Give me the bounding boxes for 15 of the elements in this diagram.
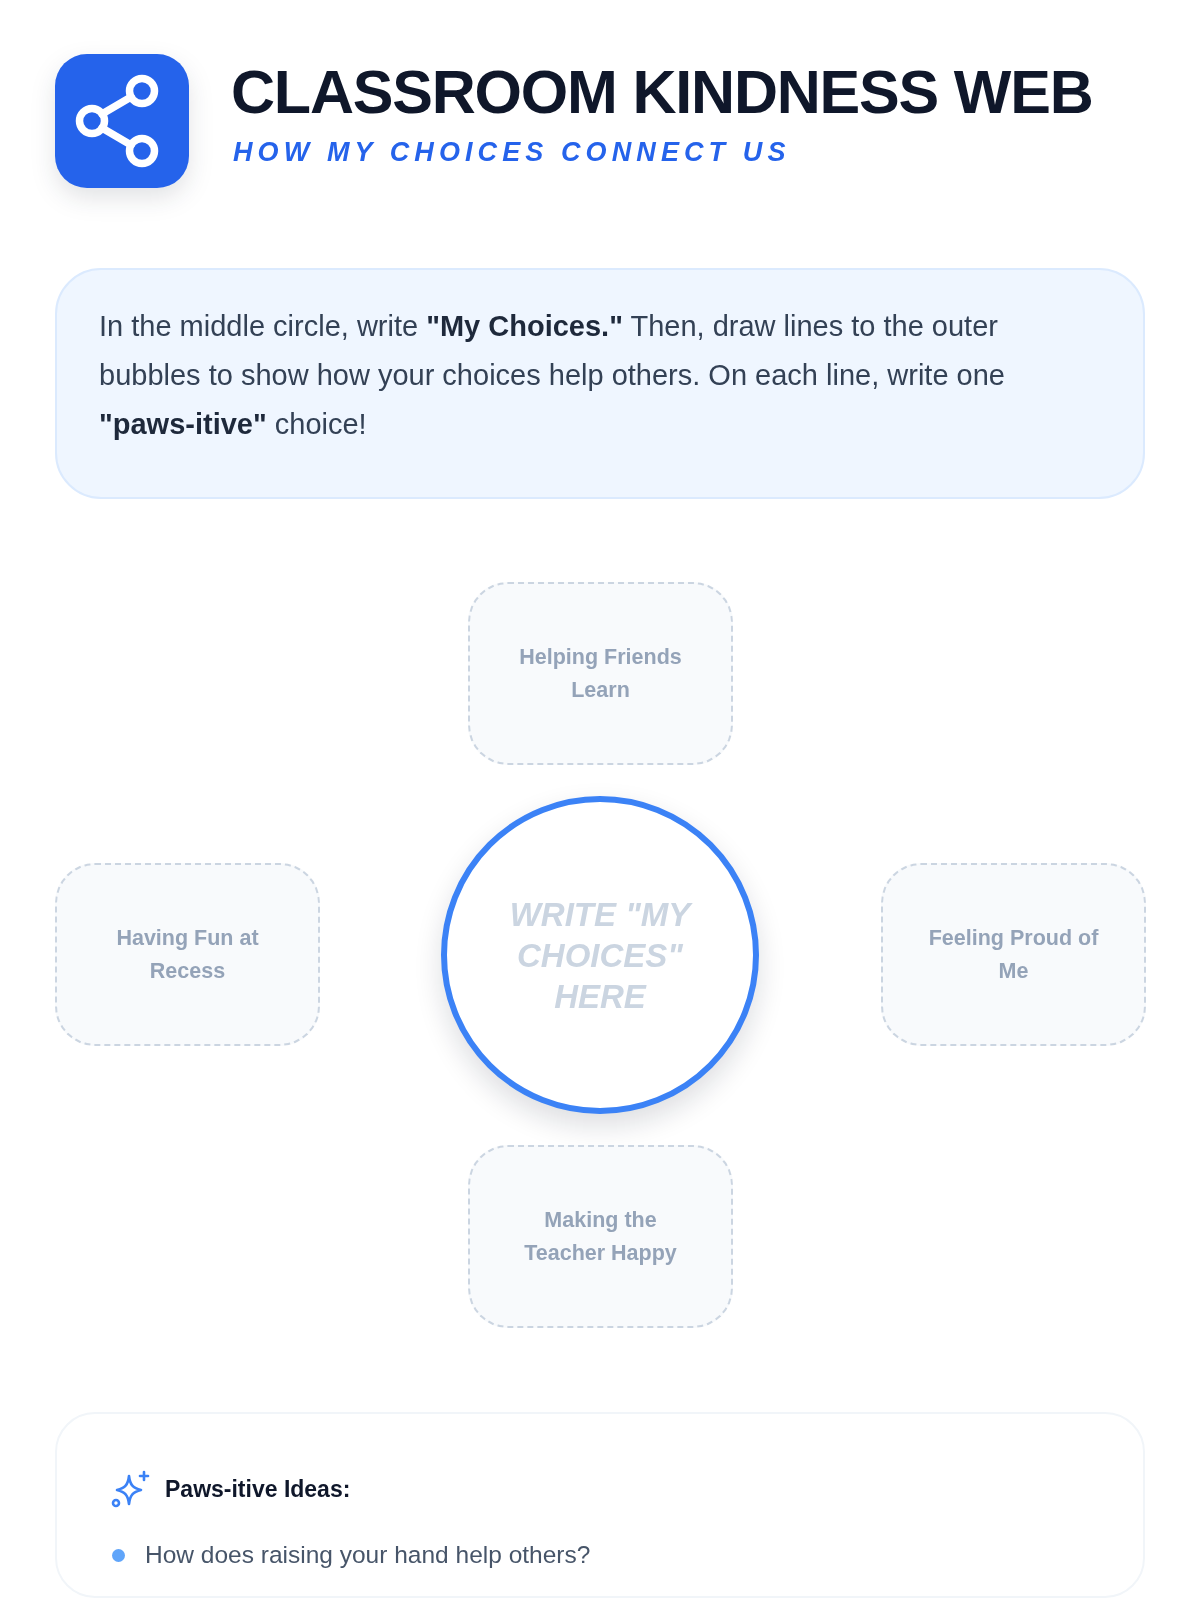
topic-bubble — [468, 1145, 733, 1328]
topic-text: Making the Teacher Happy — [523, 1206, 678, 1267]
topic-bubble — [468, 582, 733, 765]
ideas-panel — [55, 1412, 1145, 1598]
topic-text: Feeling Proud of Me — [927, 924, 1100, 985]
subtitle: HOW MY CHOICES CONNECT US — [233, 136, 791, 168]
idea-question: How does raising your hand help others? — [145, 1540, 591, 1570]
ideas-heading: Paws-itive Ideas: — [165, 1475, 351, 1503]
instruction-panel — [55, 268, 1145, 499]
topic-text: Helping Friends Learn — [518, 643, 683, 704]
topic-bubble — [55, 863, 320, 1046]
instruction-text: In the middle circle, write "My Choices." Then, draw lines to the outer bubbles to show how your choices help others. On each line, write one "paws-itive" choice! — [99, 309, 1006, 442]
topic-bubble — [881, 863, 1146, 1046]
topic-text: Having Fun at Recess — [115, 924, 260, 985]
title: CLASSROOM KINDNESS WEB — [231, 58, 1093, 126]
